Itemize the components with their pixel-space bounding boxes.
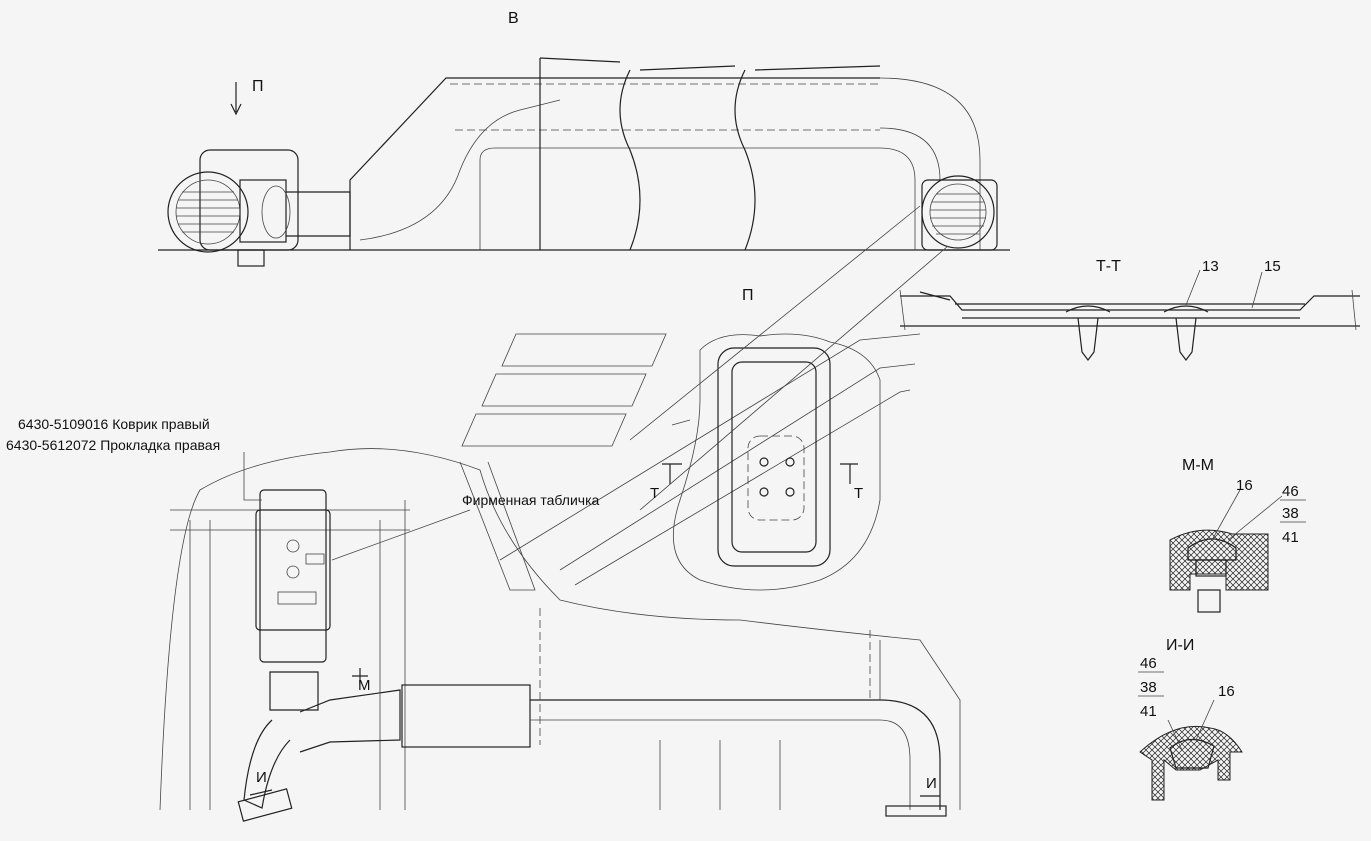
mark-i-left: И xyxy=(256,769,267,786)
section-mm-drawing xyxy=(1169,489,1283,613)
clip-13b-icon xyxy=(1163,305,1209,361)
mark-i-right: И xyxy=(926,775,937,792)
carpet-right-label: 6430-5109016 Коврик правый xyxy=(18,416,210,432)
callout-ii-16: 16 xyxy=(1218,683,1235,700)
view-b-label: В xyxy=(508,10,519,27)
callout-tt-15: 15 xyxy=(1264,258,1281,275)
mark-m: М xyxy=(358,677,371,694)
view-p-label: П xyxy=(742,287,754,304)
clip-13-icon xyxy=(1065,305,1111,361)
callout-ii-41: 41 xyxy=(1140,703,1157,720)
callout-tt-13: 13 xyxy=(1202,258,1219,275)
callout-mm-16: 16 xyxy=(1236,477,1253,494)
section-ii-label: И-И xyxy=(1166,637,1194,654)
mark-t-right: Т xyxy=(854,485,863,502)
section-mm-label: М-М xyxy=(1182,457,1214,474)
left-grille-icon xyxy=(176,191,240,233)
callout-mm-46: 46 xyxy=(1282,483,1299,500)
gasket-right-label: 6430-5612072 Прокладка правая xyxy=(6,437,220,453)
section-tt-label: Т-Т xyxy=(1096,258,1121,275)
nameplate-label: Фирменная табличка xyxy=(462,492,600,508)
view-b-assembly xyxy=(158,57,1010,267)
callout-mm-38: 38 xyxy=(1282,505,1299,522)
right-grille-icon xyxy=(930,193,986,235)
bolt-icons xyxy=(759,457,795,497)
mark-t-left: Т xyxy=(650,485,659,502)
callout-mm-41: 41 xyxy=(1282,529,1299,546)
view-p-drawing xyxy=(459,205,949,591)
section-ii-drawing xyxy=(1139,699,1243,801)
mm-callout-underlines xyxy=(1280,499,1306,523)
arrow-p-label: П xyxy=(252,78,264,95)
ii-callout-underlines xyxy=(1138,671,1164,697)
view-arrow-p-icon xyxy=(230,82,242,116)
callout-ii-46: 46 xyxy=(1140,655,1157,672)
section-tt-drawing xyxy=(899,269,1360,361)
lower-assembly xyxy=(159,448,961,822)
callout-ii-38: 38 xyxy=(1140,679,1157,696)
